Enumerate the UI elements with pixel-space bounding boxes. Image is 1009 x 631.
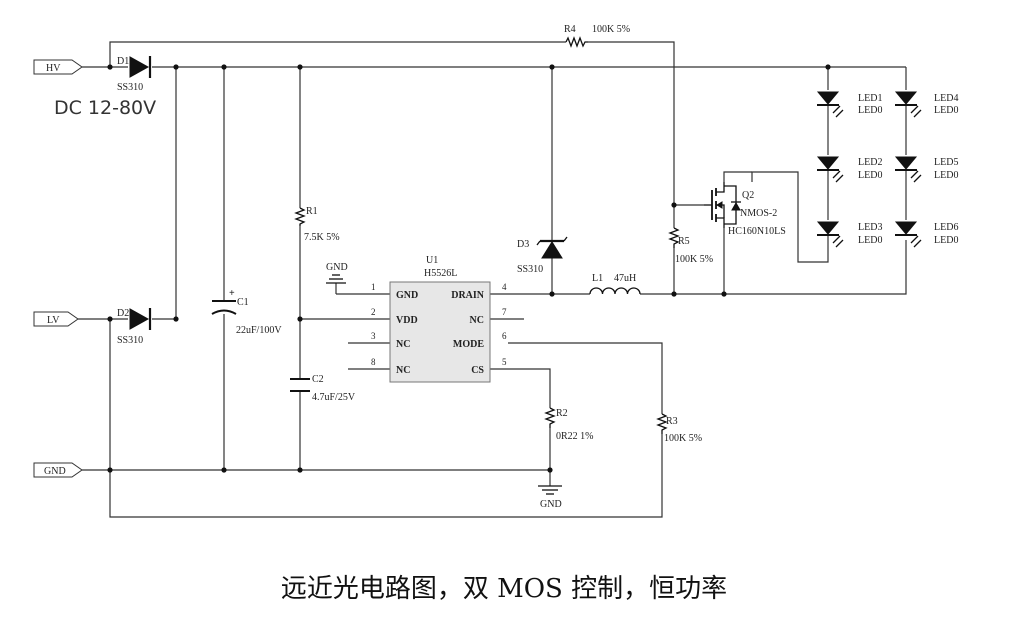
led1-ref: LED1 <box>858 93 882 104</box>
led3-ref: LED3 <box>858 222 882 233</box>
l1-value: 47uH <box>614 273 636 284</box>
led5-part: LED0 <box>934 170 958 181</box>
r4-ref: R4 <box>564 24 576 35</box>
capacitor-c2: C2 4.7uF/25V <box>290 374 356 403</box>
led-5: LED5 LED0 <box>894 156 958 183</box>
led6-part: LED0 <box>934 235 958 246</box>
c1-plus: + <box>229 288 235 299</box>
ic-part: H5526L <box>424 268 457 279</box>
ic-pin-right-name: DRAIN <box>451 290 485 301</box>
gnd-symbol-top: GND <box>326 262 348 284</box>
led-6: LED6 LED0 <box>894 221 958 248</box>
mosfet-q2: Q2 NMOS-2 HC160N10LS <box>704 182 786 237</box>
led-1: LED1 LED0 <box>816 91 882 118</box>
junctions <box>107 64 831 473</box>
c2-value: 4.7uF/25V <box>312 392 356 403</box>
led-3: LED3 LED0 <box>816 221 882 248</box>
capacitor-c1: + C1 22uF/100V <box>211 288 282 336</box>
port-gnd-label: GND <box>44 466 66 477</box>
r5-value: 100K 5% <box>675 254 713 265</box>
led-array: LED1 LED0 LED2 LED0 LED3 LED0 LED4 LED0 <box>816 91 958 248</box>
ic-pin-left-name: GND <box>396 290 418 301</box>
ic-pin-left-name: VDD <box>396 315 418 326</box>
d3-ref: D3 <box>517 239 529 250</box>
ic-pin-right-name: NC <box>470 315 484 326</box>
r1-ref: R1 <box>306 206 318 217</box>
r3-ref: R3 <box>666 416 678 427</box>
ic-pin-left-num: 8 <box>371 357 376 367</box>
c1-ref: C1 <box>237 297 249 308</box>
d1-part: SS310 <box>117 82 143 93</box>
gnd-top-label: GND <box>326 262 348 273</box>
led4-ref: LED4 <box>934 93 958 104</box>
led-4: LED4 LED0 <box>894 91 958 118</box>
led1-part: LED0 <box>858 105 882 116</box>
inductor-l1: L1 47uH <box>589 273 641 295</box>
figure-caption: 远近光电路图，双 MOS 控制，恒功率 <box>281 574 727 604</box>
resistor-r4: R4 100K 5% <box>564 24 630 48</box>
r2-ref: R2 <box>556 408 568 419</box>
port-lv: LV <box>33 311 79 327</box>
r2-value: 0R22 1% <box>556 431 594 442</box>
ic-body <box>389 281 491 383</box>
ic-pin-left-num: 1 <box>371 282 376 292</box>
resistor-r2: R2 0R22 1% <box>544 407 594 442</box>
r1-value: 7.5K 5% <box>304 232 340 243</box>
ic-pin-left-name: NC <box>396 365 410 376</box>
diode-d3: D3 SS310 <box>517 236 568 275</box>
l1-ref: L1 <box>592 273 603 284</box>
diode-d2: D2 SS310 <box>117 308 152 346</box>
port-hv-label: HV <box>46 63 61 74</box>
input-voltage-label: DC 12-80V <box>54 97 156 119</box>
d2-part: SS310 <box>117 335 143 346</box>
r5-ref: R5 <box>678 236 690 247</box>
ic-pin-right-num: 7 <box>502 307 507 317</box>
led5-ref: LED5 <box>934 157 958 168</box>
ic-pin-left-name: NC <box>396 339 410 350</box>
led2-part: LED0 <box>858 170 882 181</box>
ic-pin-right-name: MODE <box>453 339 484 350</box>
d1-ref: D1 <box>117 56 129 67</box>
ic-pin-right-name: CS <box>471 365 484 376</box>
ic-pin-right-num: 5 <box>502 357 507 367</box>
q2-type: NMOS-2 <box>740 208 777 219</box>
port-hv: HV <box>33 59 83 75</box>
resistor-r5: R5 100K 5% <box>668 227 713 265</box>
d3-part: SS310 <box>517 264 543 275</box>
r3-value: 100K 5% <box>664 433 702 444</box>
q2-part: HC160N10LS <box>728 226 786 237</box>
port-lv-label: LV <box>47 315 60 326</box>
wires <box>78 41 907 518</box>
gnd-bottom-label: GND <box>540 499 562 510</box>
c1-value: 22uF/100V <box>236 325 282 336</box>
ic-u1: U1 H5526L 1 2 3 8 GND VDD NC NC 4 7 6 5 … <box>371 255 507 383</box>
diode-d1: D1 SS310 <box>117 56 152 93</box>
ic-pin-left-num: 3 <box>371 331 376 341</box>
port-gnd: GND <box>33 462 83 478</box>
c2-ref: C2 <box>312 374 324 385</box>
led-2: LED2 LED0 <box>816 156 882 183</box>
ic-pin-right-num: 4 <box>502 282 507 292</box>
ic-pin-right-num: 6 <box>502 331 507 341</box>
led2-ref: LED2 <box>858 157 882 168</box>
d2-ref: D2 <box>117 308 129 319</box>
gnd-symbol-bottom: GND <box>538 485 562 510</box>
ic-ref: U1 <box>426 255 438 266</box>
ic-pin-left-num: 2 <box>371 307 376 317</box>
q2-ref: Q2 <box>742 190 754 201</box>
resistor-r3: R3 100K 5% <box>656 413 702 444</box>
led3-part: LED0 <box>858 235 882 246</box>
resistor-r1: R1 7.5K 5% <box>294 206 340 243</box>
led4-part: LED0 <box>934 105 958 116</box>
r4-value: 100K 5% <box>592 24 630 35</box>
led6-ref: LED6 <box>934 222 958 233</box>
